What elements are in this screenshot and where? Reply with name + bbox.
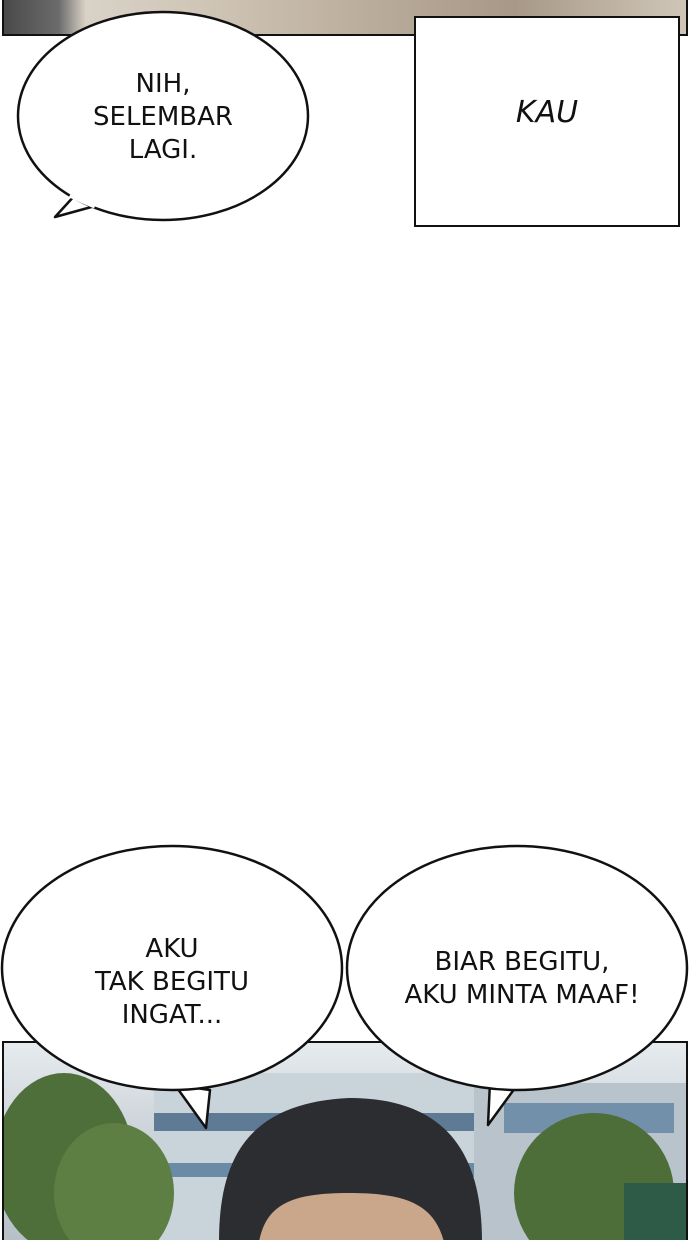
narration-box: KAU (414, 16, 680, 227)
street-sign (624, 1183, 686, 1240)
tree-left-front (54, 1123, 174, 1240)
narration-text: KAU (515, 95, 579, 130)
street-scene (4, 1073, 686, 1240)
bubble-bottom-left-tail (173, 1083, 212, 1130)
bubble-bottom-right-text: BIAR BEGITU, AKU MINTA MAAF! (404, 947, 640, 1010)
bubble-top-left (16, 10, 310, 222)
bottom-panel-art (2, 1041, 688, 1240)
bubble-bottom-left (0, 844, 344, 1130)
bubble-bottom-right-shape (345, 844, 689, 1092)
character-forehead (259, 1193, 444, 1240)
bubble-bottom-left-shape (0, 844, 344, 1092)
bubble-bottom-right (345, 844, 689, 1127)
bubble-top-left-tail-join (68, 192, 96, 209)
bubble-top-left-text: NIH, SELEMBAR LAGI. (93, 69, 233, 165)
bubble-top-left-shape (16, 10, 310, 222)
bubble-bottom-left-text: AKU TAK BEGITU INGAT... (95, 934, 249, 1030)
